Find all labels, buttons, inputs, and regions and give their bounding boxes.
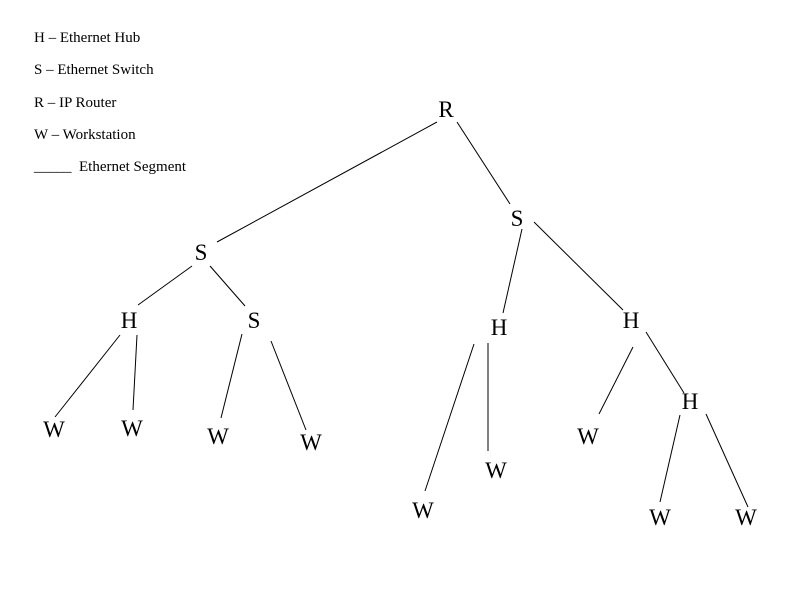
hub-node-right: H [623, 308, 640, 333]
legend-segment: _____ Ethernet Segment [33, 159, 187, 175]
segment-h-child-w8 [659, 414, 681, 503]
router-node: R [438, 97, 454, 122]
network-nodes: R S S H S H H H W W W W W W W W W [43, 97, 757, 530]
legend-hub: H – Ethernet Hub [34, 30, 140, 46]
workstation-node: W [735, 505, 757, 530]
segment-h-left-w2 [132, 334, 138, 411]
workstation-node: W [649, 505, 671, 530]
switch-node-left: S [195, 240, 208, 265]
workstation-node: W [412, 498, 434, 523]
segment-h-right-h-child [645, 331, 685, 394]
switch-node-right: S [511, 206, 524, 231]
hub-node-mid: H [491, 315, 508, 340]
workstation-node: W [207, 424, 229, 449]
segment-h-left-w1 [54, 334, 121, 418]
workstation-node: W [577, 424, 599, 449]
segment-s-right-h-mid [502, 228, 523, 314]
segment-s-left-s-child [209, 265, 246, 307]
hub-node-right-child: H [682, 389, 699, 414]
segment-r-s-left [216, 121, 438, 243]
legend-workstation: W – Workstation [34, 127, 136, 143]
workstation-node: W [43, 417, 65, 442]
switch-node-left-child: S [248, 308, 261, 333]
legend-switch: S – Ethernet Switch [34, 62, 154, 78]
segment-s-right-h-right [533, 221, 624, 311]
hub-node-left: H [121, 308, 138, 333]
workstation-node: W [485, 458, 507, 483]
workstation-node: W [121, 416, 143, 441]
legend-router: R – IP Router [34, 95, 116, 111]
legend: H – Ethernet Hub S – Ethernet Switch R –… [33, 30, 187, 175]
segment-s-left-h-left [137, 265, 193, 306]
ethernet-segments [54, 121, 749, 508]
segment-s-child-w3 [220, 333, 243, 419]
segment-h-child-w9 [705, 413, 749, 508]
segment-s-child-w4 [270, 340, 307, 431]
workstation-node: W [300, 430, 322, 455]
segment-h-mid-w5 [424, 343, 475, 492]
segment-r-s-right [456, 121, 511, 205]
segment-h-right-w7 [598, 346, 634, 415]
